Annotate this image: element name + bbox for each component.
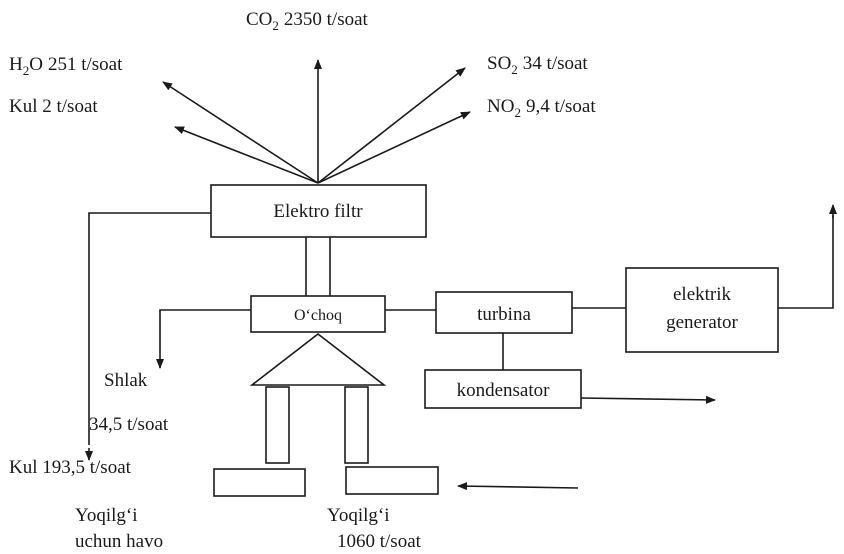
burner-triangle (249, 332, 387, 386)
emission-arrow-so2 (317, 67, 466, 184)
fuel-feed-pipe (344, 386, 369, 464)
elektro-filtr-label: Elektro filtr (273, 201, 363, 222)
elektro-filtr-box (210, 184, 427, 238)
generator-label-line2: generator (666, 312, 738, 333)
kondensator-box (424, 369, 582, 409)
generator-output-line (778, 215, 834, 309)
turbina-label: turbina (477, 304, 531, 325)
shlak-amount-label: 34,5 t/soat (89, 414, 169, 435)
ochoq-label: O‘choq (294, 307, 342, 324)
fuel-feed-box (345, 466, 439, 495)
kul-top-label: Kul 2 t/soat (9, 96, 98, 117)
emission-arrow-kul (174, 126, 319, 184)
emission-arrow-h2o (162, 81, 319, 184)
kul-bottom-label: Kul 193,5 t/soat (9, 457, 132, 478)
shlak-line (159, 309, 251, 356)
shlak-label: Shlak (104, 370, 148, 391)
generator-label-line1: elektrik (673, 284, 732, 305)
air-label-line1: Yoqilg‘i (75, 505, 137, 526)
fuel-label-line2: 1060 t/soat (337, 531, 422, 552)
kul-line (88, 212, 211, 445)
kondensator-label: kondensator (457, 380, 551, 401)
air-feed-pipe (265, 386, 290, 464)
condenser-output-arrow (580, 395, 716, 404)
emission-arrow-no2 (317, 111, 471, 184)
turbina-box (435, 291, 573, 334)
generator-box (625, 267, 779, 353)
air-feed-box (213, 468, 306, 497)
fuel-label-line1: Yoqilg‘i (327, 505, 389, 526)
fuel-input-arrow (457, 482, 579, 491)
air-label-line2: uchun havo (75, 531, 163, 552)
ochoq-box (250, 295, 386, 333)
